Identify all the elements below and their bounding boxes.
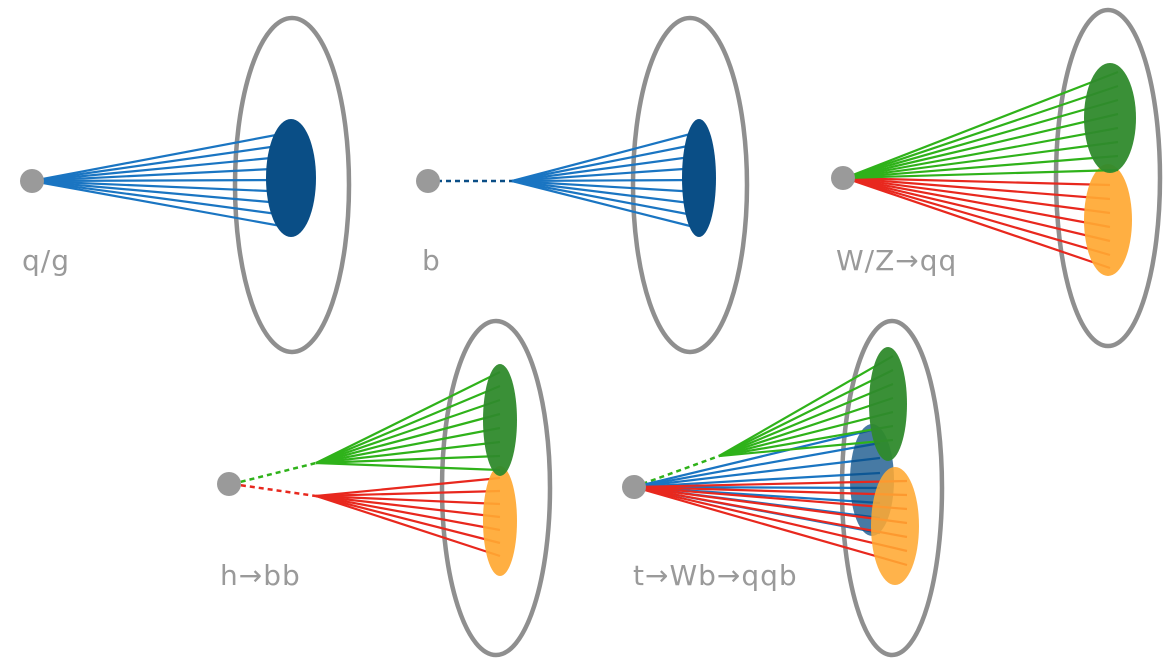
jet-cone	[682, 119, 716, 237]
panel-label: b	[422, 244, 441, 277]
green-jet-lines	[315, 371, 501, 472]
jet-cone-orange	[871, 467, 919, 585]
red-jet-lines	[633, 479, 908, 567]
panel-label: h→bb	[220, 559, 301, 592]
origin-dot	[416, 169, 440, 193]
jet-lines	[511, 130, 699, 230]
origin-dot	[831, 166, 855, 190]
jet-cone-orange	[483, 466, 517, 576]
panel-b: b	[416, 15, 750, 355]
jet-cone-green	[1084, 63, 1136, 173]
origin-dot	[20, 169, 44, 193]
detector-ring	[232, 15, 352, 355]
dashed-propagator-green	[231, 461, 317, 486]
jet-lines	[31, 130, 293, 230]
panel-h: h→bb	[217, 318, 553, 658]
jet-cone-orange	[1084, 164, 1132, 276]
red-jet-lines	[844, 176, 1111, 270]
jet-cone-green	[869, 347, 907, 461]
panel-label: W/Z→qq	[836, 244, 957, 277]
red-jet-lines	[315, 476, 501, 558]
panel-wz: W/Z→qq	[831, 7, 1163, 349]
detector-ring	[439, 318, 553, 658]
detector-ring	[630, 15, 750, 355]
panel-t: t→Wb→qqb	[622, 318, 945, 658]
origin-dot	[217, 472, 241, 496]
dashed-propagator-red	[231, 482, 317, 498]
detector-ring	[1053, 7, 1163, 349]
panel-label: t→Wb→qqb	[633, 559, 798, 592]
jet-cone	[266, 119, 316, 237]
green-jet-lines	[718, 355, 894, 458]
green-jet-lines	[844, 70, 1119, 180]
jet-cone-green	[483, 364, 517, 476]
origin-dot	[622, 475, 646, 499]
panel-label: q/g	[22, 244, 70, 277]
dashed-propagator-green	[633, 454, 720, 489]
panel-qg: q/g	[20, 15, 352, 355]
